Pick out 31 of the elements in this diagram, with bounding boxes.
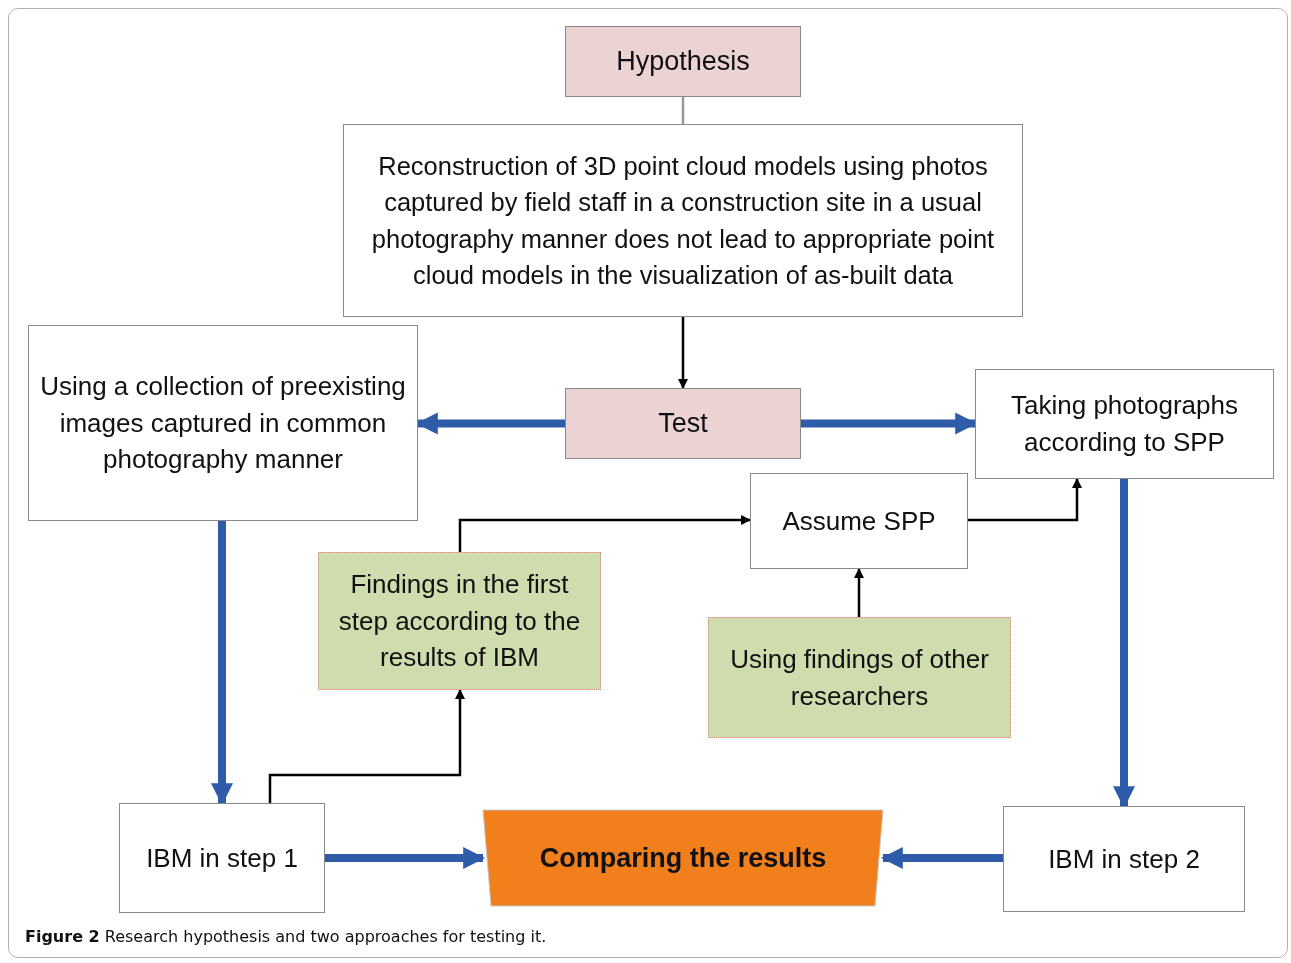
- process-box: [565, 388, 801, 459]
- box-label: Test: [658, 407, 708, 441]
- box-label: IBM in step 1: [146, 841, 298, 875]
- process-box: [975, 369, 1274, 479]
- box-label: Taking photographs according to SPP: [1010, 389, 1239, 459]
- note-box: [708, 617, 1011, 738]
- box-label: Reconstruction of 3D point cloud models using photos captured by field staff in a construction site in a usual photography manner does not lead to appropriate point cloud models in the visualization of as-built data: [370, 151, 996, 291]
- process-box: [1003, 806, 1245, 912]
- arrow: [854, 568, 864, 617]
- figure-caption: Figure 2 Research hypothesis and two approaches for testing it.: [25, 927, 547, 946]
- connector-line: [681, 97, 685, 124]
- box-label: Assume SPP: [782, 504, 936, 538]
- process-box: [750, 473, 968, 569]
- arrow: [678, 317, 688, 389]
- box-label: Using a collection of preexisting images captured in common photography manner: [39, 369, 407, 477]
- note-box: [318, 552, 601, 690]
- process-box: [28, 325, 418, 521]
- result-box: [483, 810, 883, 906]
- box-label: Hypothesis: [616, 45, 750, 79]
- box-label: Comparing the results: [539, 841, 827, 875]
- box-label: IBM in step 2: [1048, 842, 1200, 876]
- process-box: [119, 803, 325, 913]
- arrow: [968, 478, 1082, 522]
- arrow: [325, 847, 486, 869]
- box-label: Using findings of other researchers: [729, 642, 990, 713]
- arrow: [268, 689, 465, 803]
- process-box: [343, 124, 1023, 317]
- arrow: [880, 847, 1003, 869]
- process-box: [565, 26, 801, 97]
- box-label: Findings in the first step according to the results of IBM: [337, 567, 582, 675]
- arrow: [458, 515, 751, 552]
